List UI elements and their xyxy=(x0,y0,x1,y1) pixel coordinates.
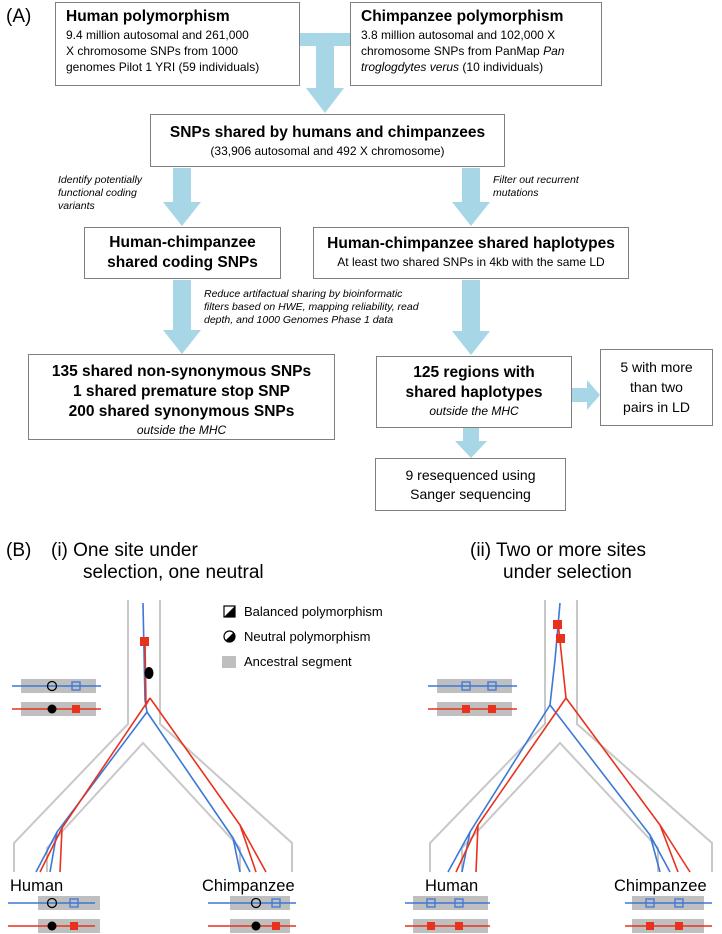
arrow-side-head xyxy=(587,380,600,410)
legend-neutral-text: Neutral polymorphism xyxy=(244,629,370,644)
human-polymorphism-title: Human polymorphism xyxy=(66,8,230,25)
merge-bar xyxy=(299,33,351,46)
panel-b-label: (B) xyxy=(6,540,32,561)
subpanel-ii-title: (ii) Two or more sites under selection xyxy=(470,540,646,583)
chimp-polymorphism-title: Chimpanzee polymorphism xyxy=(361,8,564,25)
note-functional-variants: Identify potentially functional coding v… xyxy=(58,174,143,212)
panel-a-arrows xyxy=(163,33,600,458)
tree-i-chimp-label: Chimpanzee xyxy=(202,877,295,895)
legend-neutral-icon xyxy=(225,632,236,643)
merge-arrowhead xyxy=(306,88,344,113)
arrow-right-2-shaft xyxy=(462,280,480,332)
chimp-polymorphism-box: Chimpanzee polymorphism 3.8 million auto… xyxy=(350,2,602,86)
arrow-side-shaft xyxy=(572,388,588,402)
tree-i-blue-lineage xyxy=(35,602,148,873)
tree-i-balanced-marker xyxy=(140,637,149,646)
subpanel-i-title: (i) One site under selection, one neutra… xyxy=(51,540,264,583)
arrow-bottom-head xyxy=(455,441,487,458)
note-recurrent-mutations: Filter out recurrent mutations xyxy=(493,174,579,199)
shared-coding-snps-box: Human-chimpanzee shared coding SNPs xyxy=(84,227,281,279)
legend-balanced-icon xyxy=(224,606,235,617)
tree-i-chimp-haplotypes xyxy=(208,896,296,933)
tree-ii-chimp-label: Chimpanzee xyxy=(614,877,707,895)
legend-ancestral-icon xyxy=(222,656,236,668)
filled-circle-marker xyxy=(47,704,57,714)
tree-ii-inner xyxy=(461,741,659,872)
arrow-left-2-head xyxy=(163,330,201,354)
arrow-right-1-shaft xyxy=(462,168,480,203)
tree-ii-human-label: Human xyxy=(425,877,478,895)
shared-haplotypes-box: Human-chimpanzee shared haplotypes At le… xyxy=(313,227,629,279)
tree-ii-side-haplotypes xyxy=(428,679,517,716)
arrow-right-1-head xyxy=(452,202,490,226)
tree-ii-balanced-marker-1 xyxy=(553,620,562,629)
shared-snps-box: SNPs shared by humans and chimpanzees (3… xyxy=(150,114,505,167)
tree-ii-chimp-haplotypes xyxy=(625,896,712,933)
note-bioinformatic-filters: Reduce artifactual sharing by bioinforma… xyxy=(204,288,419,326)
tree-ii-balanced-marker-2 xyxy=(556,634,565,643)
merge-stem xyxy=(316,44,334,89)
tree-ii-outer-left xyxy=(429,600,546,872)
tree-i-outer-left xyxy=(13,600,129,872)
tree-ii-blue-lineage xyxy=(447,602,561,873)
regions-box: 125 regions with shared haplotypes outsi… xyxy=(376,356,572,428)
arrow-right-2-head xyxy=(452,331,490,355)
legend-balanced-text: Balanced polymorphism xyxy=(244,604,383,619)
tree-i-neutral-marker xyxy=(144,667,154,679)
arrow-bottom-shaft xyxy=(463,428,479,442)
arrow-left-1-shaft xyxy=(173,168,191,203)
tree-i-human-label: Human xyxy=(10,877,63,895)
tree-ii xyxy=(429,600,713,873)
tree-ii-outer-right xyxy=(576,600,713,872)
legend-ancestral-text: Ancestral segment xyxy=(244,654,352,669)
open-square-marker xyxy=(71,681,81,691)
arrow-left-2-shaft xyxy=(173,280,191,331)
legend: Balanced polymorphism Neutral polymorphi… xyxy=(222,604,383,669)
tree-ii-human-haplotypes xyxy=(405,896,490,933)
filled-square-marker xyxy=(72,705,80,713)
tree-i-human-haplotypes xyxy=(8,896,100,933)
tree-ii-red-lineage xyxy=(455,621,567,873)
resequenced-box: 9 resequenced using Sanger sequencing xyxy=(375,458,566,511)
human-polymorphism-box: Human polymorphism 9.4 million autosomal… xyxy=(55,2,300,86)
tree-i-side-haplotypes xyxy=(12,679,101,716)
tree-i-inner xyxy=(46,741,241,872)
ld-pairs-box: 5 with more than two pairs in LD xyxy=(600,349,713,426)
tree-i-outer-right xyxy=(159,600,293,872)
tree-i xyxy=(13,600,293,873)
open-circle-marker xyxy=(46,680,58,692)
coding-results-box: 135 shared non-synonymous SNPs 1 shared … xyxy=(28,354,335,440)
panel-a-label: (A) xyxy=(6,6,32,27)
arrow-left-1-head xyxy=(163,202,201,226)
shared-snps-title: SNPs shared by humans and chimpanzees xyxy=(169,124,486,141)
